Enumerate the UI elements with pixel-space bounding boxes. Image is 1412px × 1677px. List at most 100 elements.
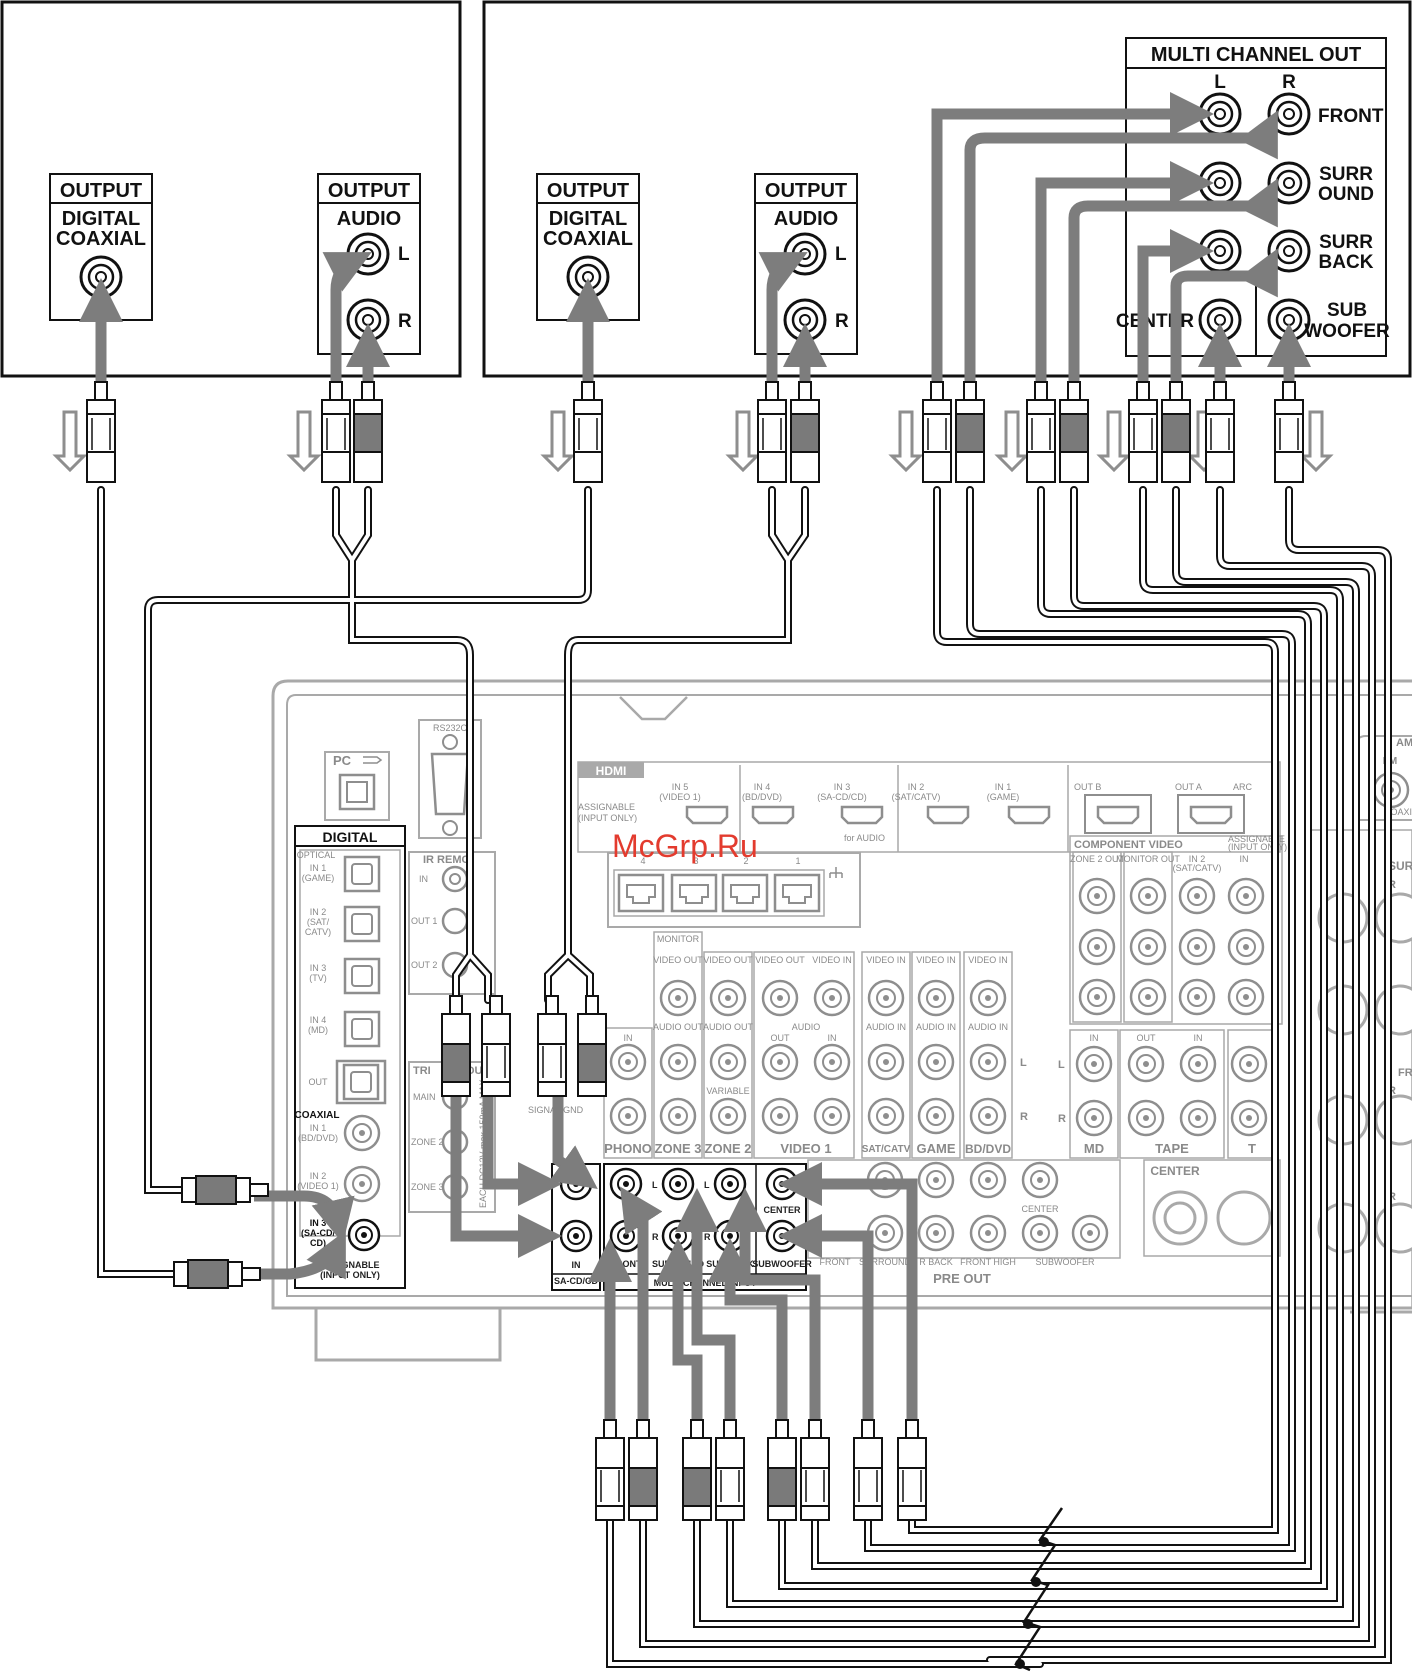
zone3-audio-l-jack[interactable]	[659, 1043, 697, 1081]
tv-l-jack[interactable]	[1230, 1045, 1268, 1083]
ir-out1-jack[interactable]	[441, 907, 469, 935]
md-l-jack[interactable]	[1075, 1045, 1113, 1083]
front-r-jack[interactable]	[1267, 92, 1311, 136]
mc-surround-l-jack[interactable]	[661, 1167, 695, 1201]
audio-r-jack[interactable]	[346, 298, 390, 342]
rs232c-port[interactable]	[430, 752, 470, 816]
cv-zone2-pr-jack[interactable]	[1078, 978, 1116, 1016]
mc-subwoofer-jack[interactable]	[765, 1219, 799, 1253]
sacd-in-r-jack[interactable]	[559, 1219, 593, 1253]
md-r-jack[interactable]	[1075, 1099, 1113, 1137]
tape-out-l-jack[interactable]	[1127, 1045, 1165, 1083]
speaker-terminal-sur-2[interactable]	[1374, 892, 1412, 944]
video1-video-in-jack[interactable]	[813, 979, 851, 1017]
video1-audio-out-r-jack[interactable]	[761, 1097, 799, 1135]
audio-r-jack[interactable]	[783, 298, 827, 342]
zone3-audio-r-jack[interactable]	[659, 1097, 697, 1135]
phono-r-jack[interactable]	[609, 1097, 647, 1135]
video1-audio-out-l-jack[interactable]	[761, 1043, 799, 1081]
game-audio-r-jack[interactable]	[917, 1097, 955, 1135]
lan-port-2[interactable]	[721, 873, 769, 913]
hdmi-in2-port[interactable]	[926, 805, 970, 825]
cv-monitor-y-jack[interactable]	[1129, 877, 1167, 915]
preout-rback-l-jack[interactable]	[917, 1161, 955, 1199]
cv-zone2-y-jack[interactable]	[1078, 877, 1116, 915]
hdmi-in3-port[interactable]	[840, 805, 884, 825]
center-speaker-terminal-2[interactable]	[1216, 1190, 1272, 1246]
cv-monitor-pb-jack[interactable]	[1129, 928, 1167, 966]
preout-sub1-jack[interactable]	[1021, 1214, 1059, 1252]
digital-coaxial-jack[interactable]	[566, 255, 610, 299]
audio-l-jack[interactable]	[783, 232, 827, 276]
tape-out-r-jack[interactable]	[1127, 1099, 1165, 1137]
preout-sub2-jack[interactable]	[1071, 1214, 1109, 1252]
bd-audio-l-jack[interactable]	[969, 1043, 1007, 1081]
mc-front-r-jack[interactable]	[609, 1219, 643, 1253]
sat-video-in-jack[interactable]	[867, 979, 905, 1017]
preout-fhigh-r-jack[interactable]	[969, 1214, 1007, 1252]
lan-port-3[interactable]	[670, 873, 718, 913]
optical-in4-port[interactable]	[343, 1010, 381, 1048]
cv-in1-pb-jack[interactable]	[1227, 928, 1265, 966]
cv-in2-y-jack[interactable]	[1178, 877, 1216, 915]
zone2-video-out-jack[interactable]	[709, 979, 747, 1017]
cv-zone2-pb-jack[interactable]	[1078, 928, 1116, 966]
mc-front-l-jack[interactable]	[609, 1167, 643, 1201]
tape-in-r-jack[interactable]	[1179, 1099, 1217, 1137]
cv-in2-pb-jack[interactable]	[1178, 928, 1216, 966]
cv-in2-pr-jack[interactable]	[1178, 978, 1216, 1016]
zone2-audio-r-jack[interactable]	[709, 1097, 747, 1135]
cv-monitor-pr-jack[interactable]	[1129, 978, 1167, 1016]
surround-back-l-jack[interactable]	[1198, 229, 1242, 273]
video1-audio-in-r-jack[interactable]	[813, 1097, 851, 1135]
speaker-terminal-back-2[interactable]	[1374, 984, 1412, 1036]
optical-out-port[interactable]	[342, 1063, 380, 1101]
hdmi-out-b-port[interactable]	[1096, 805, 1140, 825]
coaxial-in3-sacd-jack[interactable]	[347, 1218, 381, 1252]
preout-rback-r-jack[interactable]	[917, 1214, 955, 1252]
speaker-terminal-low-2[interactable]	[1374, 1202, 1412, 1254]
cv-in1-pr-jack[interactable]	[1227, 978, 1265, 1016]
optical-in3-port[interactable]	[343, 957, 381, 995]
video1-video-out-jack[interactable]	[761, 979, 799, 1017]
lan-port-4[interactable]	[617, 873, 665, 913]
mc-surround-r-jack[interactable]	[661, 1219, 695, 1253]
bd-audio-r-jack[interactable]	[969, 1097, 1007, 1135]
optical-in1-port[interactable]	[343, 855, 381, 893]
subwoofer-jack[interactable]	[1267, 298, 1311, 342]
surround-r-jack[interactable]	[1267, 161, 1311, 205]
center-jack[interactable]	[1198, 298, 1242, 342]
monitor-video-out-jack[interactable]	[659, 979, 697, 1017]
video1-audio-in-l-jack[interactable]	[813, 1043, 851, 1081]
mc-surback-l-jack[interactable]	[713, 1167, 747, 1201]
digital-coaxial-jack[interactable]	[79, 255, 123, 299]
cv-in1-y-jack[interactable]	[1227, 877, 1265, 915]
speaker-terminal-fr-2[interactable]	[1374, 1094, 1412, 1146]
zone2-audio-l-jack[interactable]	[709, 1043, 747, 1081]
sat-audio-l-jack[interactable]	[867, 1043, 905, 1081]
coaxial-in1-jack[interactable]	[343, 1114, 381, 1152]
preout-center-jack[interactable]	[1021, 1161, 1059, 1199]
surround-l-jack[interactable]	[1198, 161, 1242, 205]
tv-r-jack[interactable]	[1230, 1099, 1268, 1137]
optical-in2-port[interactable]	[343, 905, 381, 943]
preout-fhigh-l-jack[interactable]	[969, 1161, 1007, 1199]
game-audio-l-jack[interactable]	[917, 1043, 955, 1081]
game-video-in-jack[interactable]	[917, 979, 955, 1017]
hdmi-in4-port[interactable]	[751, 805, 795, 825]
coaxial-in2-sub: (VIDEO 1)	[297, 1181, 339, 1191]
surround-back-r-jack[interactable]	[1267, 229, 1311, 273]
audio-l-jack[interactable]	[346, 232, 390, 276]
mc-center-jack[interactable]	[765, 1167, 799, 1201]
sat-audio-r-jack[interactable]	[867, 1097, 905, 1135]
coaxial-in2-jack[interactable]	[343, 1165, 381, 1203]
down-arrow-icon	[52, 410, 88, 473]
hdmi-out-a-port[interactable]	[1189, 805, 1233, 825]
bd-video-in-jack[interactable]	[969, 979, 1007, 1017]
phono-l-jack[interactable]	[609, 1043, 647, 1081]
tape-in-l-jack[interactable]	[1179, 1045, 1217, 1083]
hdmi-in5-port[interactable]	[685, 805, 729, 825]
lan-port-1[interactable]	[773, 873, 821, 913]
front-l-jack[interactable]	[1198, 92, 1242, 136]
hdmi-in1-port[interactable]	[1007, 805, 1051, 825]
